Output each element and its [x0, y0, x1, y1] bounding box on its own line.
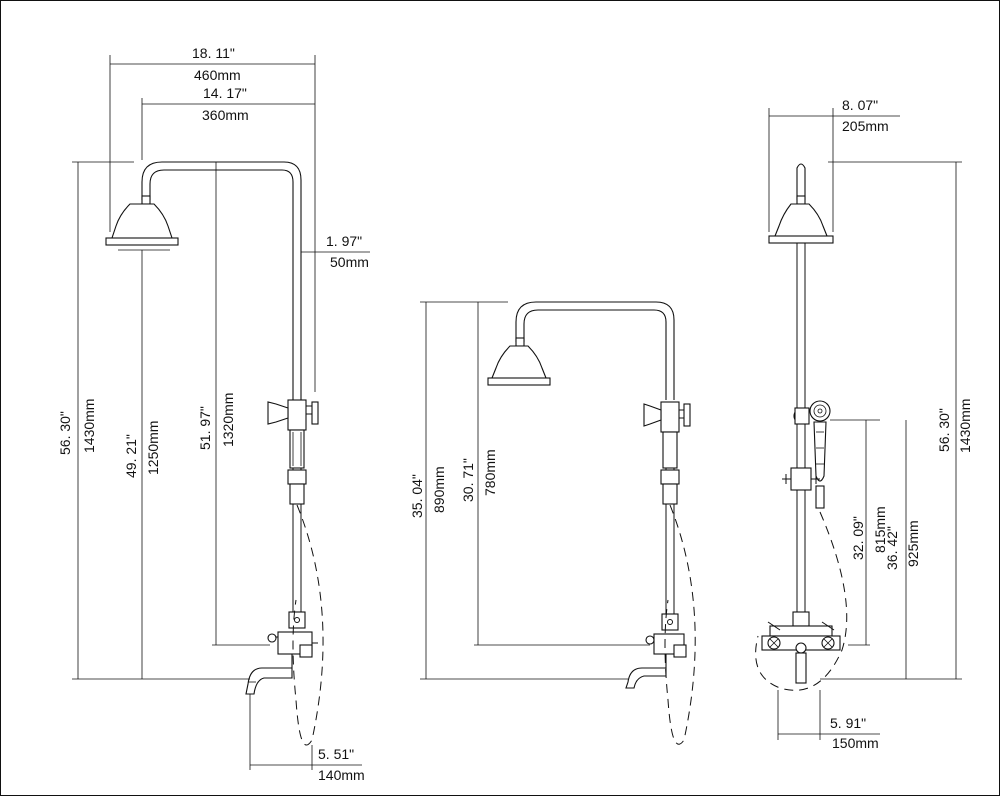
front-hose-dashed: [292, 504, 324, 746]
dim-front-pipe-offset: 1. 97" 50mm: [301, 233, 370, 270]
dim-middle-inner-height-in: 30. 71": [460, 458, 476, 502]
side-view: 8. 07" 205mm 56. 30" 1430mm 32. 09" 815m…: [755, 97, 973, 751]
dim-side-depth-in: 8. 07": [842, 97, 878, 113]
dim-front-pipe-offset-mm: 50mm: [330, 254, 369, 270]
dim-side-bracket-height-in: 36. 42": [884, 526, 900, 570]
dim-side-bracket-height-mm: 925mm: [905, 520, 921, 567]
front-tub-filler: [245, 631, 318, 695]
side-handset-holder: [793, 400, 831, 509]
dim-side-holder-height-mm: 815mm: [872, 506, 888, 553]
dim-front-overall-width-in: 18. 11": [192, 45, 235, 61]
dim-front-overall-width-mm: 460mm: [194, 67, 241, 83]
dim-front-total-height-in: 56. 30": [57, 411, 73, 455]
middle-slide-rail: [660, 468, 680, 631]
front-slide-rail: [287, 468, 307, 629]
dim-middle-inner-height-mm: 780mm: [482, 449, 498, 496]
side-arm-top: [796, 163, 806, 200]
dim-front-arm-width: 14. 17" 360mm: [141, 85, 315, 160]
front-rain-head: [105, 195, 179, 246]
side-hose-dashed: [755, 511, 848, 691]
front-arm-inner: [149, 169, 294, 400]
dim-front-pipe-height-in: 51. 97": [197, 406, 213, 450]
front-valve-body: [267, 399, 319, 469]
dim-front-pipe-offset-in: 1. 97": [326, 233, 362, 249]
dim-front-head-height-in: 49. 21": [123, 434, 139, 478]
dim-front-total-height-mm: 1430mm: [81, 399, 97, 453]
side-mixer-bar: [761, 611, 841, 684]
dim-side-depth-mm: 205mm: [842, 118, 889, 134]
dim-front-head-height-mm: 1250mm: [145, 421, 161, 475]
dim-side-depth: 8. 07" 205mm: [768, 97, 900, 232]
dim-front-arm-width-mm: 360mm: [202, 107, 249, 123]
middle-hose-dashed: [664, 504, 696, 745]
middle-view: 35. 04" 890mm 30. 71" 780mm: [409, 301, 696, 745]
dim-side-total-height-mm: 1430mm: [957, 399, 973, 453]
dim-front-spout-reach-in: 5. 51": [318, 746, 354, 762]
middle-valve-body: [643, 401, 691, 469]
side-valve-cross: [782, 467, 820, 491]
side-rain-head: [768, 195, 834, 244]
dim-front-spout-reach: 5. 51" 140mm: [249, 694, 365, 783]
middle-arm-inner: [523, 309, 667, 400]
dim-middle-outer-height-mm: 890mm: [431, 466, 447, 513]
middle-rain-head: [487, 337, 551, 386]
dim-side-holder-height-in: 32. 09": [850, 516, 866, 560]
dim-side-total-height-in: 56. 30": [936, 408, 952, 452]
dim-front-spout-reach-mm: 140mm: [318, 767, 365, 783]
dim-front-pipe-height-mm: 1320mm: [220, 393, 236, 447]
dim-side-base-depth-mm: 150mm: [832, 735, 879, 751]
dim-middle-outer-height-in: 35. 04": [409, 474, 425, 518]
dim-front-overall-width: 18. 11" 460mm: [109, 45, 316, 392]
middle-tub-filler: [625, 633, 687, 689]
front-view: 18. 11" 460mm 14. 17" 360mm 1. 97" 50mm …: [57, 45, 370, 783]
dim-side-base-depth: 5. 91" 150mm: [777, 690, 880, 751]
dim-front-arm-width-in: 14. 17": [203, 85, 247, 101]
dim-side-base-depth-in: 5. 91": [830, 715, 866, 731]
